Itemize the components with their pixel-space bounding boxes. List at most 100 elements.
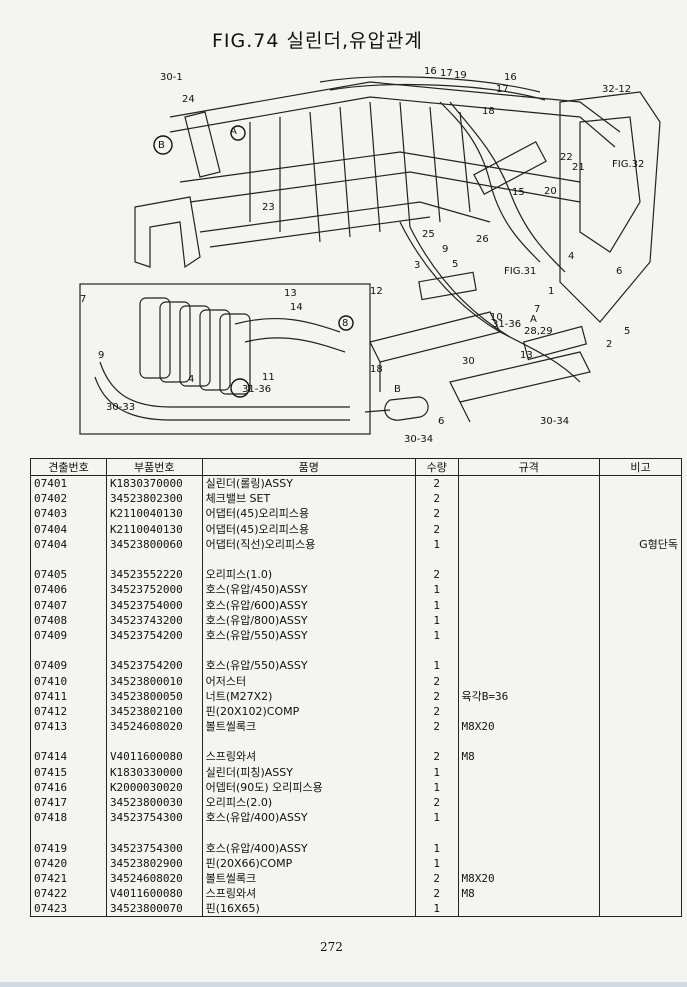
row-spec xyxy=(457,855,601,871)
row-part-name: 스프링와셔 xyxy=(201,886,416,902)
row-index: 07404 xyxy=(30,521,107,537)
row-remark xyxy=(599,582,682,598)
row-spec xyxy=(457,506,601,522)
row-part-number: K2000030020 xyxy=(105,779,203,795)
callout-label: 6 xyxy=(438,416,444,427)
row-remark xyxy=(599,491,682,507)
col-header-index: 견출번호 xyxy=(30,458,107,476)
row-spec xyxy=(457,597,601,613)
callout-label: 3 xyxy=(414,260,420,271)
row-index: 07406 xyxy=(30,582,107,598)
row-quantity: 2 xyxy=(414,688,459,704)
row-quantity: 2 xyxy=(414,506,459,522)
callout-label: 15 xyxy=(512,187,525,198)
row-spec xyxy=(457,734,601,750)
row-index: 07405 xyxy=(30,567,107,583)
callout-label: FIG.32 xyxy=(612,159,644,170)
row-index: 07409 xyxy=(30,627,107,644)
row-part-number: V4011600080 xyxy=(105,749,203,765)
row-part-number: K2110040130 xyxy=(105,521,203,537)
callout-label: 2 xyxy=(606,339,612,350)
row-remark xyxy=(599,840,682,856)
callout-label: 30 xyxy=(462,356,475,367)
callout-label: 4 xyxy=(568,251,574,262)
row-index: 07422 xyxy=(30,886,107,902)
row-remark xyxy=(599,673,682,689)
row-quantity xyxy=(414,551,459,568)
row-index: 07407 xyxy=(30,597,107,613)
row-part-number: 34523754300 xyxy=(105,810,203,826)
callout-label: 17 xyxy=(440,68,453,79)
row-part-number xyxy=(105,551,203,568)
row-spec xyxy=(457,825,601,841)
row-index: 07402 xyxy=(30,491,107,507)
page-bottom-strip xyxy=(0,982,687,987)
row-spec xyxy=(457,627,601,644)
callout-label: 20 xyxy=(544,186,557,197)
valve-bank xyxy=(139,297,251,395)
row-spec: M8 xyxy=(457,749,601,765)
callout-label: A xyxy=(530,314,537,325)
row-spec xyxy=(457,764,601,780)
row-index xyxy=(30,551,107,568)
callout-label: 9 xyxy=(442,244,448,255)
row-remark xyxy=(599,901,682,918)
row-quantity xyxy=(414,643,459,659)
row-quantity: 1 xyxy=(414,658,459,674)
callout-markers xyxy=(153,125,354,398)
callout-label: 10 xyxy=(490,312,503,323)
row-quantity: 1 xyxy=(414,536,459,552)
row-index: 07420 xyxy=(30,855,107,871)
callout-label: 12 xyxy=(370,286,383,297)
row-remark xyxy=(599,612,682,628)
row-part-name xyxy=(201,643,416,659)
row-part-name: 핀(20X66)COMP xyxy=(201,855,416,871)
callout-label: 17 xyxy=(496,84,509,95)
row-part-number: 34523754300 xyxy=(105,840,203,856)
callout-label: 31-36 xyxy=(492,319,521,330)
row-part-name xyxy=(201,825,416,841)
callout-label: 16 xyxy=(424,66,437,77)
row-remark xyxy=(599,703,682,719)
row-part-name xyxy=(201,734,416,750)
row-quantity: 2 xyxy=(414,673,459,689)
callout-label: FIG.31 xyxy=(504,266,536,277)
row-part-number: 34523802100 xyxy=(105,703,203,719)
row-part-number: V4011600080 xyxy=(105,886,203,902)
row-spec xyxy=(457,612,601,628)
row-spec xyxy=(457,901,601,918)
callout-label: 7 xyxy=(534,304,540,315)
table-row xyxy=(30,643,682,659)
callout-label: 1 xyxy=(548,286,554,297)
row-spec xyxy=(457,810,601,826)
callout-label: 5 xyxy=(452,259,458,270)
row-remark xyxy=(599,870,682,887)
row-index: 07411 xyxy=(30,688,107,704)
row-index: 07404 xyxy=(30,536,107,552)
table-row xyxy=(30,734,682,750)
callout-label: 18 xyxy=(370,364,383,375)
callout-label: 8 xyxy=(342,318,348,329)
row-index: 07413 xyxy=(30,719,107,735)
row-remark xyxy=(599,886,682,902)
row-index: 07419 xyxy=(30,840,107,856)
row-spec xyxy=(457,551,601,568)
row-spec xyxy=(457,582,601,598)
row-part-name: 호스(유압/400)ASSY xyxy=(201,810,416,826)
row-remark xyxy=(599,506,682,522)
callout-label: 23 xyxy=(262,202,275,213)
